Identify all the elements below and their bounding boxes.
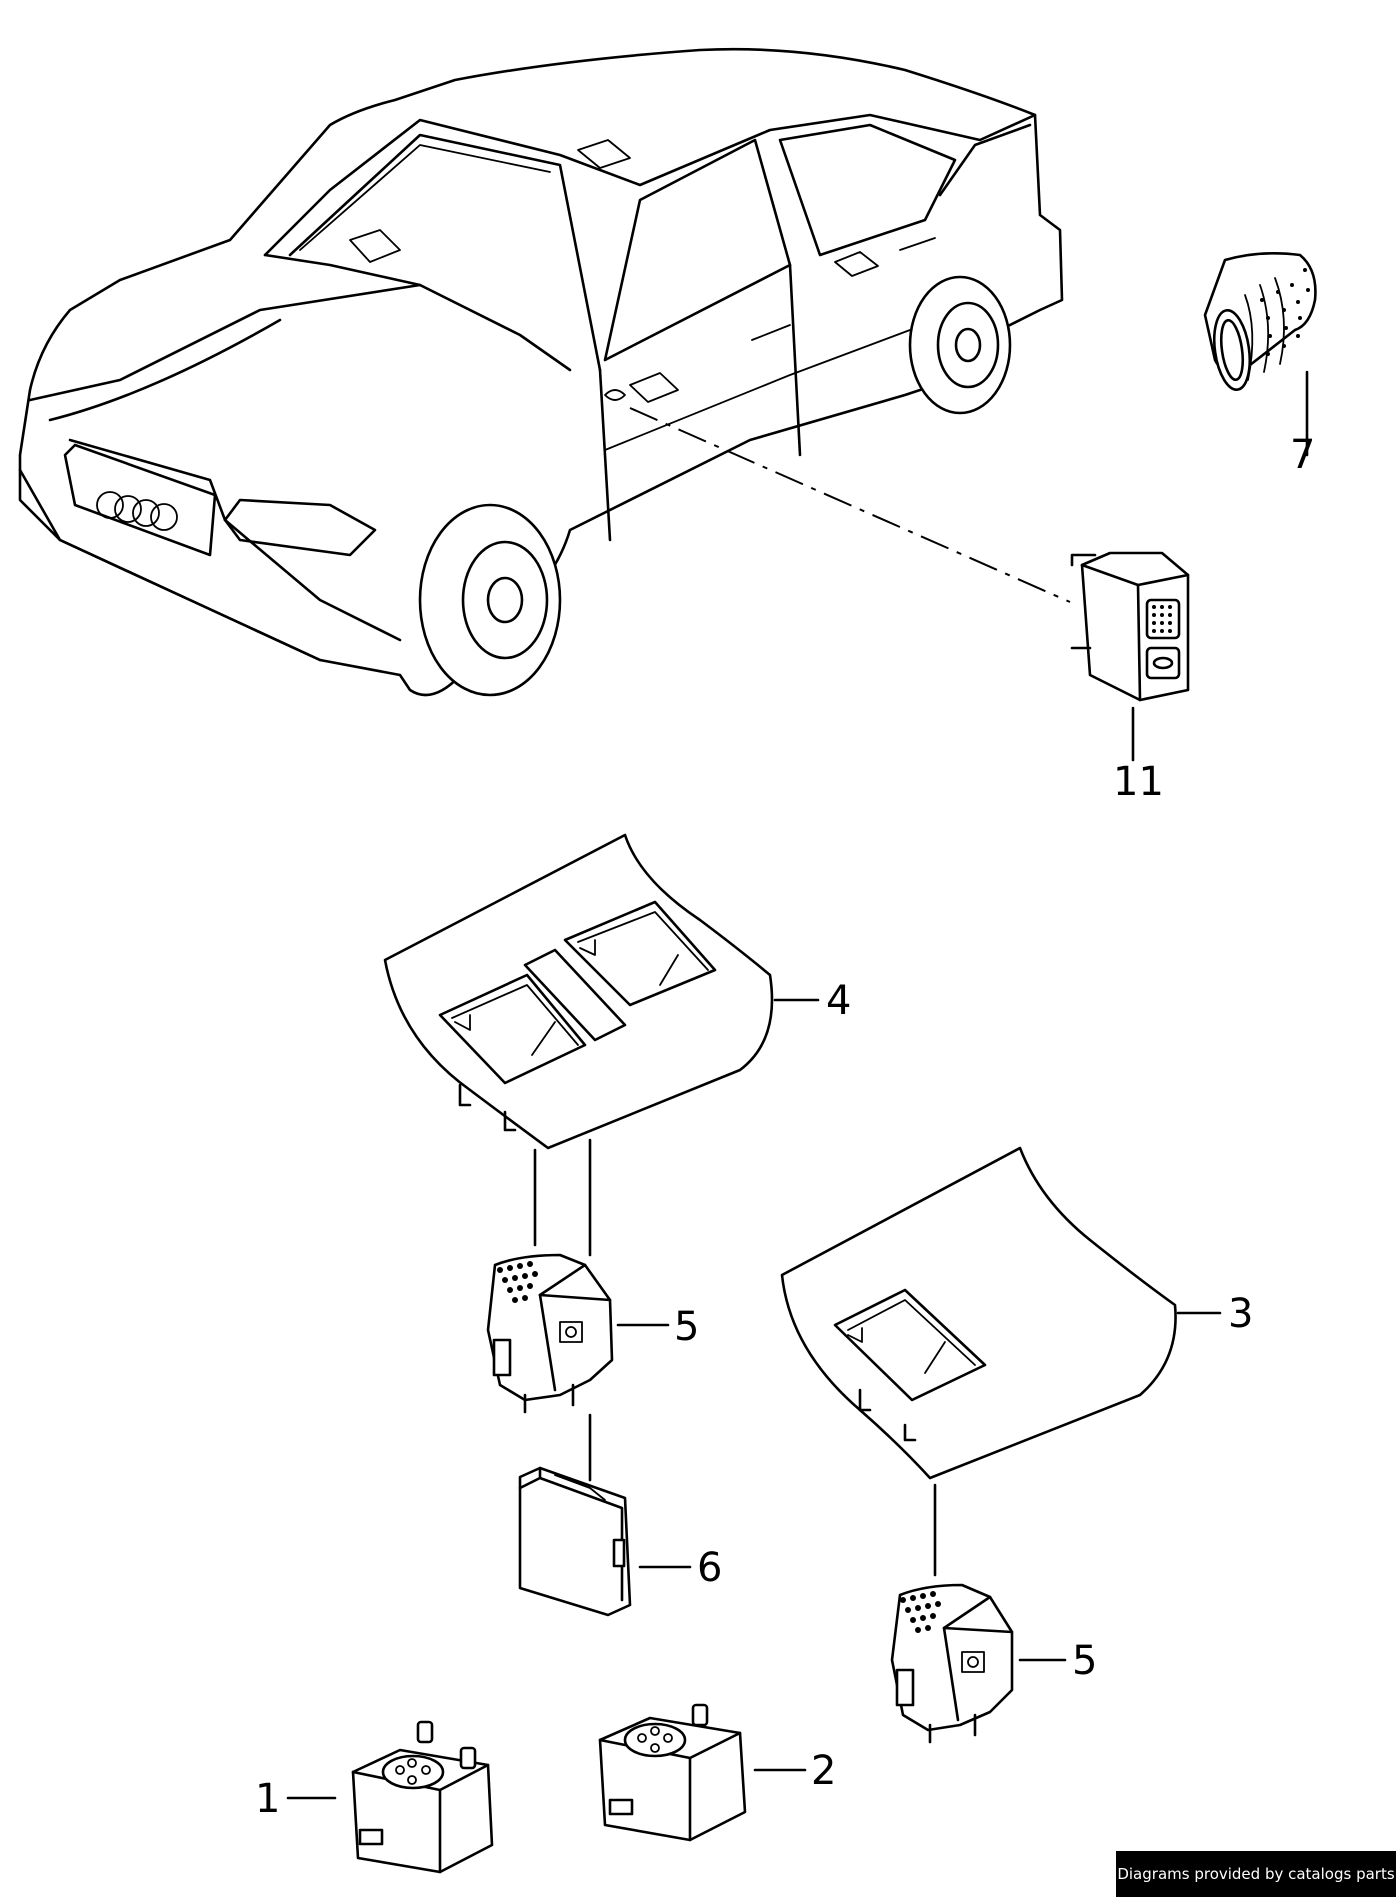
- part-5-switch-lower: [890, 1583, 1067, 1744]
- part-2-mirror-switch: [598, 1703, 807, 1842]
- part-6-module: [518, 1466, 692, 1617]
- part-11-switch: [1070, 551, 1190, 762]
- callout-2: 2: [811, 1748, 836, 1794]
- callout-11: 11: [1113, 759, 1164, 805]
- part-5-switch-upper: [486, 1253, 670, 1482]
- part-3-trim-panel: [780, 1146, 1222, 1577]
- callout-5-lower: 5: [1072, 1638, 1097, 1684]
- callout-5-upper: 5: [674, 1304, 699, 1350]
- part-4-trim-panel: [383, 833, 820, 1150]
- part-7-connector: [1203, 252, 1317, 457]
- callout-6: 6: [697, 1545, 722, 1591]
- callout-7: 7: [1290, 432, 1315, 478]
- part-1-mirror-switch: [286, 1720, 494, 1874]
- leader-line-11: [629, 407, 1071, 603]
- callout-3: 3: [1228, 1291, 1253, 1337]
- diagram-credit: Diagrams provided by catalogs parts: [1116, 1851, 1396, 1897]
- callout-1: 1: [255, 1776, 280, 1822]
- callout-4: 4: [826, 978, 851, 1024]
- car-illustration: [18, 47, 1064, 697]
